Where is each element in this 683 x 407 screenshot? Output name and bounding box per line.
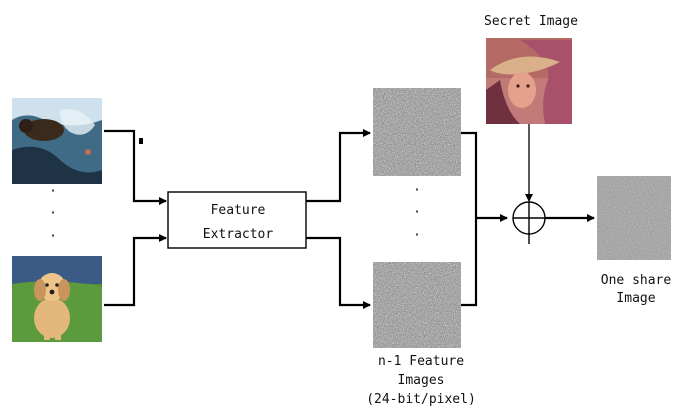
share-image: [597, 176, 671, 260]
feature-to-xor-wires: [461, 133, 507, 305]
input-image-bear: [12, 98, 102, 184]
input-ellipsis: · · ·: [49, 184, 57, 244]
extractor-wires: [306, 133, 370, 305]
input-wires: [104, 131, 166, 305]
feature-images-label: n-1 Feature Images (24-bit/pixel): [366, 354, 476, 407]
feature-image-top: [373, 88, 461, 176]
feature-extractor-label-line1: Feature: [211, 203, 266, 218]
secret-image-label: Secret Image: [484, 14, 578, 29]
xor-circle-plus-icon: [513, 202, 545, 244]
svg-text:·: ·: [49, 229, 57, 244]
svg-text:(24-bit/pixel): (24-bit/pixel): [366, 392, 476, 407]
secret-image: [486, 38, 572, 124]
svg-text:n-1 Feature: n-1 Feature: [378, 354, 464, 369]
feature-image-bottom: [373, 262, 461, 348]
svg-text:Images: Images: [398, 373, 445, 388]
feature-extractor-box: Feature Extractor: [168, 192, 306, 248]
svg-text:·: ·: [49, 184, 57, 199]
svg-text:·: ·: [413, 183, 421, 198]
feature-ellipsis: · · ·: [413, 183, 421, 243]
svg-text:·: ·: [413, 228, 421, 243]
share-image-label: One share Image: [601, 273, 672, 306]
svg-text:·: ·: [413, 205, 421, 220]
input-image-puppy: [12, 256, 102, 342]
feature-extractor-label-line2: Extractor: [203, 227, 274, 242]
svg-text:Image: Image: [616, 291, 655, 306]
svg-text:·: ·: [49, 206, 57, 221]
svg-text:One share: One share: [601, 273, 672, 288]
